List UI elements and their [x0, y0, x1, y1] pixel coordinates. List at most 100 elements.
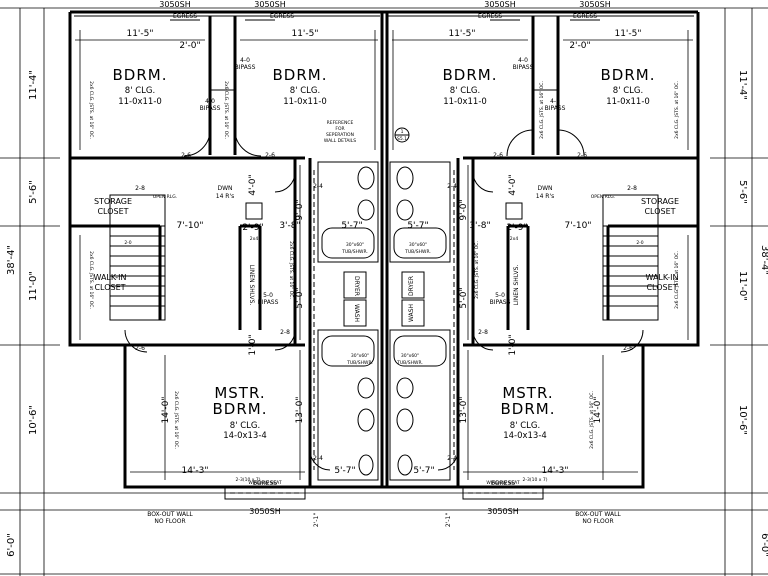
window-label-6: 3050SH [487, 507, 518, 516]
room-labels: BDRM. 8' CLG. 11-0x11-0 BDRM. 8' CLG. 11… [93, 66, 679, 441]
dryer-label-2: DRYER [408, 276, 415, 296]
bipass-label-6: BIPASS [490, 299, 511, 306]
walkin-label-1b: CLOSET [94, 283, 125, 292]
boxout-label-2a: BOX-OUT WALL [575, 511, 621, 518]
wash-label-1: WASH [353, 304, 360, 322]
bdrm-size-3: 11-0x11-0 [443, 97, 487, 107]
dim-11-5-b: 11'-5" [291, 29, 318, 39]
egress-label-2: EGRESS [270, 13, 294, 20]
bdrm-size-1: 11-0x11-0 [118, 97, 162, 107]
dim-7-10-b: 7'-10" [564, 221, 591, 231]
dim-3-8-a: 3'-8" [279, 221, 300, 231]
bipass-size-3: 4-0 [518, 57, 528, 64]
door-28-d: 2-8 [478, 329, 488, 336]
interior-walls-right [456, 16, 698, 487]
stairs [109, 194, 659, 321]
mstr-clg-1: 8' CLG. [230, 421, 260, 431]
ref-line-2: FOR [335, 126, 344, 132]
bipass-label-5: BIPASS [258, 299, 279, 306]
bathrooms [313, 161, 455, 481]
bdrm-clg-1: 8' CLG. [125, 86, 155, 96]
boxout-dim-2: 2-3(10 x 7) [523, 477, 548, 483]
dryer-label-1: DRYER [353, 276, 360, 296]
egress-label-5: EGRESS [253, 480, 277, 487]
dim-10-6-b: 10'-6" [737, 405, 748, 435]
door-24-c: 2-4 [313, 455, 323, 462]
boxout-label-1a: BOX-OUT WALL [147, 511, 193, 518]
dim-14-3-a: 14'-3" [181, 466, 208, 476]
boxout-dim-1: 2-3(10 x 7) [236, 477, 261, 483]
dim-13-0-a: 13'-0" [295, 396, 305, 423]
interior-dim-arrows [75, 30, 693, 480]
bdrm-label-4: BDRM. [601, 66, 656, 84]
door-24-d: 2-4 [447, 455, 457, 462]
dim-4-0-a: 4'-0" [248, 174, 258, 195]
window-label-4: 3050SH [579, 0, 610, 9]
storage-label-2a: STORAGE [641, 197, 679, 206]
dimension-lines [0, 7, 768, 576]
mstr-label-1b: BDRM. [213, 400, 268, 418]
stud-note-6: 2x6 CLG. JSTS. at 16" OC. [674, 251, 680, 309]
dim-11-5-c: 11'-5" [448, 29, 475, 39]
dim-11-4-a: 11'-4" [28, 70, 39, 100]
bipass-size-2: 4-0 [205, 98, 215, 105]
bipass-label-1: BIPASS [235, 64, 256, 71]
dim-38-4-a: 38'-4" [6, 245, 17, 275]
dim-5-6-a: 5'-6" [28, 180, 39, 204]
window-label-5: 3050SH [249, 507, 280, 516]
bipass-size-5: 5-0 [263, 292, 273, 299]
door-26-b: 2-6 [265, 152, 275, 159]
walkin-label-1a: WALK-IN [93, 273, 126, 282]
dim-9-0-a: 9'-0" [295, 199, 305, 220]
dim-5-7-d: 5'-7" [413, 466, 434, 476]
dim-1-0-a: 1'-0" [248, 334, 258, 355]
risers-label-2: 14 R's [536, 193, 555, 200]
dim-13-0-b: 13'-0" [459, 396, 469, 423]
dim-2-1-b: 2'-1" [445, 513, 452, 527]
bdrm-size-4: 11-0x11-0 [606, 97, 650, 107]
tub-label-1a: 30"x60" [346, 242, 364, 248]
dwn-label-2: DWN [537, 185, 552, 192]
door-26-a: 2-6 [181, 152, 191, 159]
stud-note-2: 2x6 CLG. JSTS. at 16" OC. [223, 81, 229, 139]
bdrm-clg-3: 8' CLG. [450, 86, 480, 96]
dim-2-0-b: 2'-0" [569, 41, 590, 51]
bdrm-clg-2: 8' CLG. [290, 86, 320, 96]
dim-11-5-a: 11'-5" [126, 29, 153, 39]
stud-note-7: 2x6 CLG. JSTS. at 16" OC. [173, 391, 179, 449]
dim-11-0-b: 11'-0" [737, 271, 748, 301]
storage-label-1b: CLOSET [97, 207, 128, 216]
dim-4-0-b: 4'-0" [508, 174, 518, 195]
door-26-d: 2-6 [577, 152, 587, 159]
boxout-label-2b: NO FLOOR [582, 518, 613, 525]
interior-walls-left [70, 16, 312, 487]
storage-label-2b: CLOSET [644, 207, 675, 216]
stud-note-5: 2x6 CLG. JSTS. at 16" OC. [88, 251, 94, 309]
tub-label-1b: TUB/SHWR. [341, 249, 368, 255]
bdrm-size-2: 11-0x11-0 [283, 97, 327, 107]
open-rlg-label-1: OPEN RLG. [153, 194, 177, 200]
dim-11-0-a: 11'-0" [28, 271, 39, 301]
stud-note-4: 2x6 CLG. JSTS. at 16" OC. [674, 81, 680, 139]
window-label-2: 3050SH [254, 0, 285, 9]
tub-label-4b: TUB/SHWR. [396, 360, 423, 366]
mstr-size-1: 14-0x13-4 [223, 431, 267, 441]
egress-label-3: EGRESS [478, 13, 502, 20]
dim-1-0-b: 1'-0" [508, 334, 518, 355]
window-seat-2: WINDOW SEAT [486, 480, 519, 486]
stud-note-1: 2x6 CLG. JSTS. at 16" OC. [88, 81, 94, 139]
bipass-label-3: BIPASS [513, 64, 534, 71]
open-rlg-label-2: OPEN RLG. [591, 194, 615, 200]
dim-5-0-a: 5'-0" [295, 287, 305, 308]
door-26-f: 2-6 [623, 345, 633, 352]
bdrm-label-3: BDRM. [443, 66, 498, 84]
mstr-clg-2: 8' CLG. [510, 421, 540, 431]
bipass-label-2: BIPASS [200, 105, 221, 112]
window-label-3: 3050SH [484, 0, 515, 9]
window-seat-1: WINDOW SEAT [248, 480, 281, 486]
walkin-label-2a: WALK-IN [645, 273, 678, 282]
stud-note-8: 2x6 CLG. JSTS. at 16" OC. [589, 391, 595, 449]
dim-14-0-b: 14'-0" [593, 396, 603, 423]
dim-2-9-a: 2'-9" [242, 223, 263, 233]
